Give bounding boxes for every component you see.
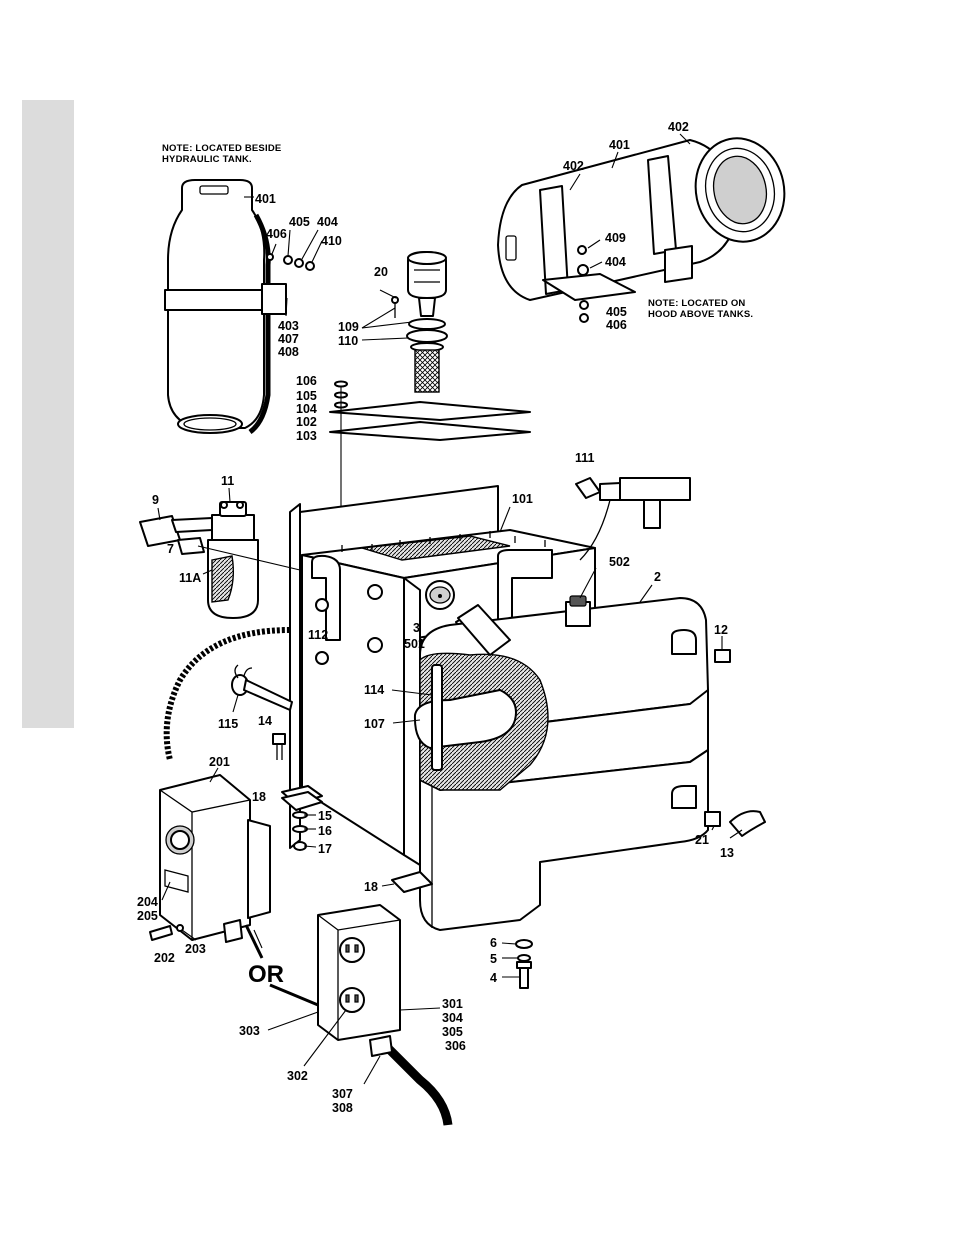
label-106: 106 <box>296 374 317 388</box>
label-107: 107 <box>364 717 385 731</box>
label-104: 104 <box>296 402 317 416</box>
label-307: 307 <box>332 1087 353 1101</box>
label-112: 112 <box>308 628 328 642</box>
label-201: 201 <box>209 755 230 769</box>
label-407: 407 <box>278 332 299 346</box>
label-404-muffler: 404 <box>605 255 626 269</box>
label-305: 305 <box>442 1025 463 1039</box>
horizontal-muffler <box>498 130 794 322</box>
label-17: 17 <box>318 842 332 856</box>
label-501: 501 <box>404 637 425 651</box>
label-406-canister: 406 <box>266 227 287 241</box>
sender-115 <box>232 665 292 710</box>
label-3: 3 <box>413 621 420 635</box>
label-21: 21 <box>695 833 709 847</box>
label-111: 111 <box>575 451 595 465</box>
label-410: 410 <box>321 234 342 248</box>
label-16: 16 <box>318 824 332 838</box>
label-405-muffler: 405 <box>606 305 627 319</box>
label-2: 2 <box>654 570 661 584</box>
label-6: 6 <box>490 936 497 950</box>
note-hood-line2: HOOD ABOVE TANKS. <box>648 309 753 320</box>
label-11A: 11A <box>179 571 201 585</box>
label-5: 5 <box>490 952 497 966</box>
label-402-muffler-left: 402 <box>563 159 584 173</box>
label-308: 308 <box>332 1101 353 1115</box>
label-14: 14 <box>258 714 272 728</box>
filter-assembly <box>330 252 530 440</box>
label-102: 102 <box>296 415 317 429</box>
label-303: 303 <box>239 1024 260 1038</box>
label-12: 12 <box>714 623 728 637</box>
label-4: 4 <box>490 971 497 985</box>
fuel-tank <box>415 596 765 930</box>
label-202: 202 <box>154 951 175 965</box>
label-9: 9 <box>152 493 159 507</box>
label-402-muffler-top: 402 <box>668 120 689 134</box>
label-306: 306 <box>445 1039 466 1053</box>
label-18-lower: 18 <box>364 880 378 894</box>
label-406-muffler: 406 <box>606 318 627 332</box>
label-13: 13 <box>720 846 734 860</box>
label-304: 304 <box>442 1011 463 1025</box>
label-7: 7 <box>167 542 174 556</box>
label-15: 15 <box>318 809 332 823</box>
bottom-hardware <box>516 940 532 988</box>
label-105: 105 <box>296 389 317 403</box>
label-110: 110 <box>338 334 358 348</box>
label-20: 20 <box>374 265 388 279</box>
label-401-muffler: 401 <box>609 138 630 152</box>
label-101: 101 <box>512 492 533 506</box>
label-401-canister: 401 <box>255 192 276 206</box>
note-hydraulic-line2: HYDRAULIC TANK. <box>162 154 252 165</box>
label-404-canister: 404 <box>317 215 338 229</box>
note-hood-line1: NOTE: LOCATED ON <box>648 298 746 309</box>
label-403: 403 <box>278 319 299 333</box>
label-11: 11 <box>221 474 234 488</box>
note-hydraulic-line1: NOTE: LOCATED BESIDE <box>162 143 281 154</box>
label-203: 203 <box>185 942 206 956</box>
label-302: 302 <box>287 1069 308 1083</box>
bolt-14 <box>273 734 285 760</box>
label-409: 409 <box>605 231 626 245</box>
label-109: 109 <box>338 320 359 334</box>
label-405-canister: 405 <box>289 215 310 229</box>
label-103: 103 <box>296 429 317 443</box>
label-114: 114 <box>364 683 384 697</box>
label-301: 301 <box>442 997 463 1011</box>
label-408: 408 <box>278 345 299 359</box>
label-115: 115 <box>218 717 238 731</box>
filter-head-assembly <box>140 502 258 618</box>
label-502: 502 <box>609 555 630 569</box>
label-18-upper: 18 <box>252 790 266 804</box>
or-label: OR <box>248 961 284 988</box>
outlet-box-301 <box>318 905 400 1056</box>
label-205: 205 <box>137 909 158 923</box>
label-204: 204 <box>137 895 158 909</box>
